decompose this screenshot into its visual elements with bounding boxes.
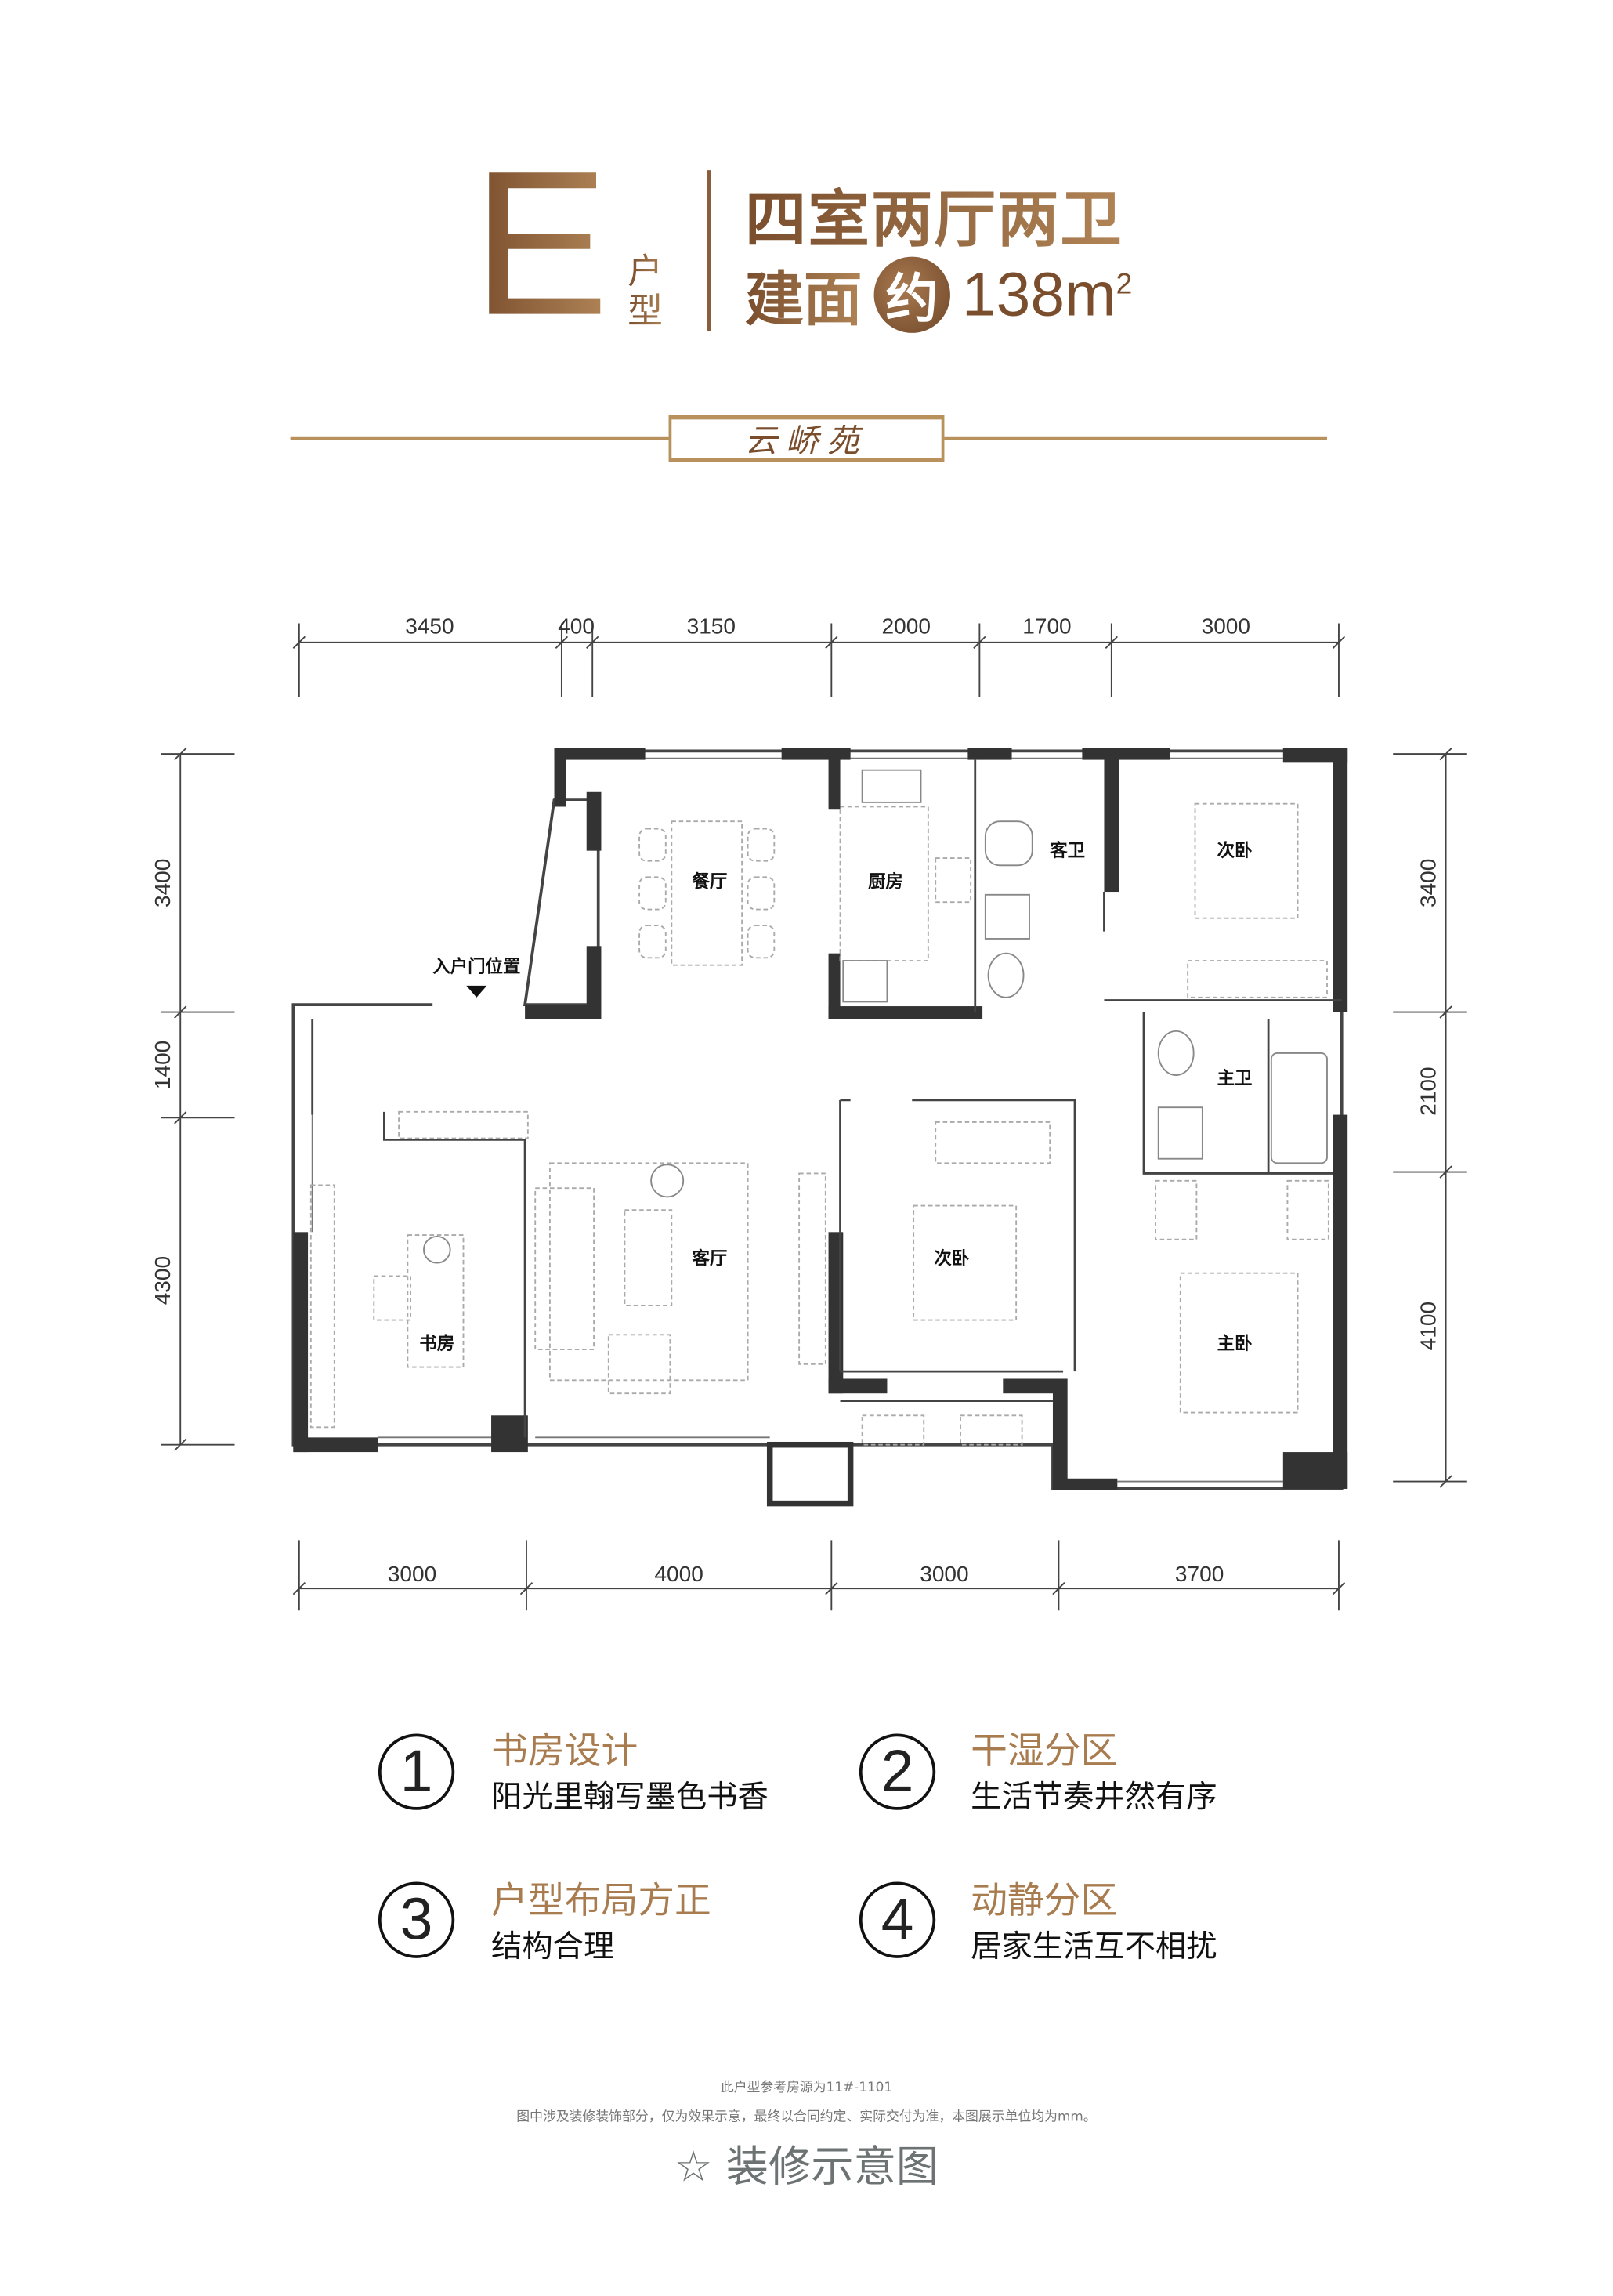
dimension-tick xyxy=(1052,1582,1065,1595)
window-lines xyxy=(311,757,1283,1483)
star-icon: ☆ xyxy=(674,2141,713,2192)
dimension-tick xyxy=(1332,1582,1346,1595)
dimension-tick xyxy=(292,1582,306,1595)
feature-1-title: 书房设计 xyxy=(491,1729,638,1773)
dim-top-3: 3150 xyxy=(687,614,736,639)
dim-left-2: 1400 xyxy=(150,1041,175,1089)
dim-right-1: 3400 xyxy=(1416,859,1440,907)
feature-4-desc: 居家生活互不相扰 xyxy=(971,1928,1217,1965)
header-divider xyxy=(707,170,711,332)
dim-top-2: 400 xyxy=(558,614,595,639)
structural-walls xyxy=(293,748,1348,1507)
area-unit-sup: 2 xyxy=(1116,268,1133,301)
dimension-tick xyxy=(1439,1475,1452,1488)
room-living: 客厅 xyxy=(692,1248,727,1269)
unit-type-label: 户型 xyxy=(627,252,666,331)
dimension-tick xyxy=(1439,1165,1452,1179)
dim-top-4: 2000 xyxy=(882,614,931,639)
feature-3-number: 3 xyxy=(378,1881,455,1958)
dim-top-1: 3450 xyxy=(405,614,454,639)
dimension-tick xyxy=(586,636,599,649)
dimension-tick xyxy=(1439,1005,1452,1019)
entrance-arrow-icon xyxy=(466,985,487,998)
title-rule-left xyxy=(290,436,672,440)
area-value: 138m2 xyxy=(962,259,1132,330)
dimension-tick xyxy=(519,1582,533,1595)
room-master-bath: 主卫 xyxy=(1217,1068,1253,1088)
dimension-tick xyxy=(1332,636,1346,649)
layout-title: 四室两厅两卫 xyxy=(745,170,1123,259)
entrance-label: 入户门位置 xyxy=(432,956,520,977)
room-second-bedroom-2: 次卧 xyxy=(934,1248,969,1269)
dim-right-2: 2100 xyxy=(1416,1067,1440,1115)
area-approx-badge: 约 xyxy=(873,256,950,333)
dimension-lines xyxy=(179,641,1447,1590)
room-guest-bath: 客卫 xyxy=(1050,840,1085,861)
dimension-tick xyxy=(825,1582,838,1595)
dim-left-3: 4300 xyxy=(150,1256,175,1305)
dim-top-5: 1700 xyxy=(1022,614,1071,639)
fixtures xyxy=(423,769,1328,1264)
room-dining: 餐厅 xyxy=(692,871,727,892)
feature-3-title: 户型布局方正 xyxy=(491,1878,711,1922)
room-second-bedroom-1: 次卧 xyxy=(1217,840,1253,861)
dimension-tick xyxy=(174,1438,187,1451)
dimension-tick xyxy=(1439,747,1452,761)
room-master-bedroom: 主卧 xyxy=(1217,1334,1253,1354)
project-name: 云峤苑 xyxy=(744,423,869,461)
feature-2-title: 干湿分区 xyxy=(971,1729,1118,1773)
dim-top-6: 3000 xyxy=(1202,614,1250,639)
outer-wall-outline xyxy=(291,749,1344,1505)
feature-1-desc: 阳光里翰写墨色书香 xyxy=(491,1779,769,1815)
dimension-tick xyxy=(973,636,986,649)
feature-1-number: 1 xyxy=(378,1733,455,1810)
project-name-box: 云峤苑 xyxy=(668,415,945,462)
dim-right-3: 4100 xyxy=(1416,1302,1440,1350)
area-label: 建面 xyxy=(745,252,863,338)
feature-4-title: 动静分区 xyxy=(971,1878,1118,1922)
room-study: 书房 xyxy=(419,1333,454,1354)
feature-2-number: 2 xyxy=(859,1733,936,1810)
footer-disclaimer: 图中涉及装修装饰部分，仅为效果示意，最终以合同约定、实际交付为准，本图展示单位均… xyxy=(516,2110,1097,2126)
feature-2-desc: 生活节奏井然有序 xyxy=(971,1779,1217,1815)
title-rule-right xyxy=(944,436,1327,440)
dimension-tick xyxy=(292,636,306,649)
dim-bottom-1: 3000 xyxy=(388,1562,436,1586)
feature-4-number: 4 xyxy=(859,1881,936,1958)
furniture xyxy=(309,802,1329,1446)
dim-bottom-3: 3000 xyxy=(920,1562,968,1586)
dim-left-1: 3400 xyxy=(150,859,175,907)
dimension-tick xyxy=(825,636,838,649)
dimension-tick xyxy=(174,1111,187,1124)
footer-reference: 此户型参考房源为11#-1101 xyxy=(720,2081,893,2096)
floor-plan: 3450 400 3150 2000 1700 3000 3000 4000 3… xyxy=(150,614,1467,1611)
room-kitchen: 厨房 xyxy=(868,871,903,892)
unit-letter: E xyxy=(472,127,609,358)
dimension-tick xyxy=(1105,636,1118,649)
area-row: 建面 约 138m2 xyxy=(745,252,1132,338)
footer-caption: 装修示意图 xyxy=(725,2141,939,2192)
footer-caption-row: ☆ 装修示意图 xyxy=(0,2133,1613,2195)
dimension-tick xyxy=(174,747,187,761)
area-number: 138m xyxy=(961,259,1116,329)
feature-3-desc: 结构合理 xyxy=(491,1928,615,1965)
dim-bottom-2: 4000 xyxy=(654,1562,703,1586)
dim-bottom-4: 3700 xyxy=(1175,1562,1224,1586)
dimension-tick xyxy=(174,1005,187,1019)
interior-walls xyxy=(311,759,1342,1438)
dimension-tick xyxy=(555,636,569,649)
